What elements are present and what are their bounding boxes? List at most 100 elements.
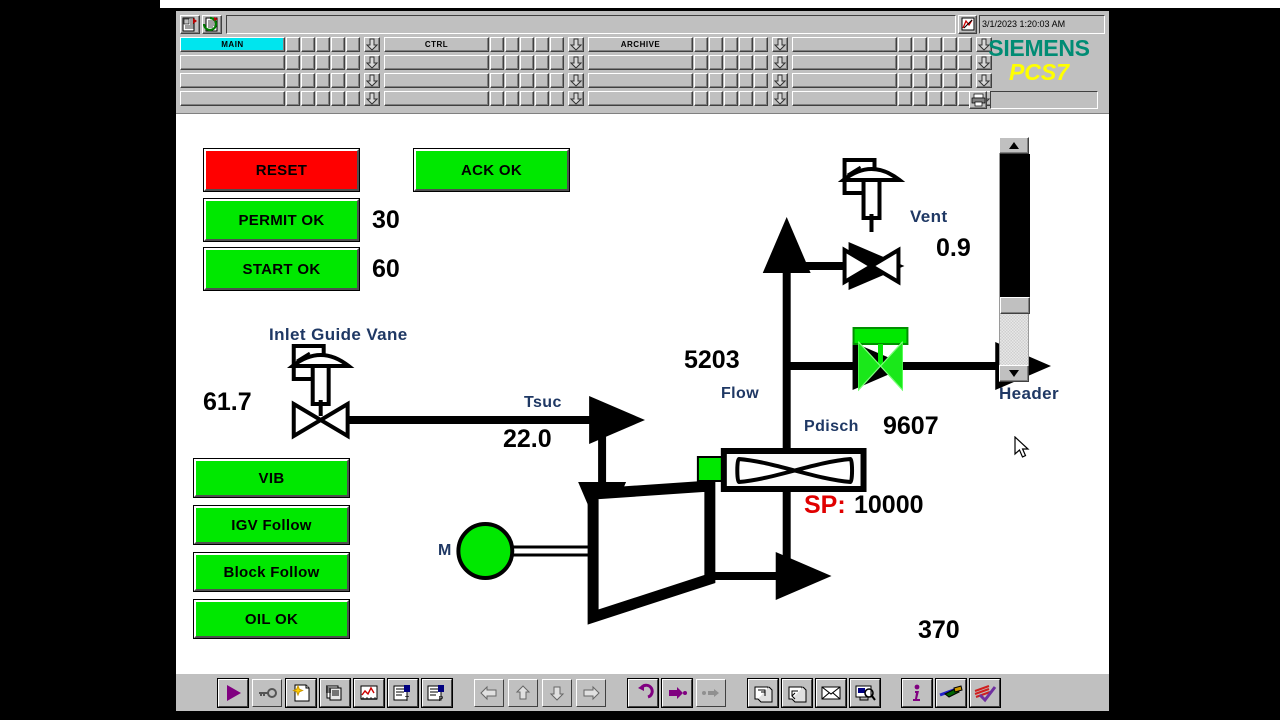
nav-small-button[interactable] (490, 73, 504, 88)
nav-button-empty[interactable] (180, 91, 285, 106)
nav-small-button[interactable] (535, 55, 549, 70)
nav-small-button[interactable] (754, 55, 768, 70)
nav-small-button[interactable] (913, 55, 927, 70)
nav-small-button[interactable] (958, 55, 972, 70)
message-list-button[interactable] (319, 677, 351, 708)
nav-scroll-down-icon[interactable] (568, 73, 584, 88)
tag-report-button[interactable]: T (387, 677, 419, 708)
permit-ok-button[interactable]: PERMIT OK (203, 198, 360, 242)
nav-small-button[interactable] (943, 37, 957, 52)
nav-button-empty[interactable] (384, 91, 489, 106)
nav-small-button[interactable] (709, 73, 723, 88)
nav-small-button[interactable] (331, 55, 345, 70)
nav-small-button[interactable] (346, 91, 360, 106)
nav-button-empty[interactable] (588, 55, 693, 70)
nav-small-button[interactable] (694, 55, 708, 70)
nav-small-button[interactable] (724, 55, 738, 70)
nav-small-button[interactable] (505, 91, 519, 106)
nav-small-button[interactable] (709, 91, 723, 106)
status-button-oil-ok[interactable]: OIL OK (193, 599, 350, 639)
nav-scroll-down-icon[interactable] (772, 73, 788, 88)
nav-small-button[interactable] (694, 73, 708, 88)
nav-small-button[interactable] (301, 37, 315, 52)
close-picture-button[interactable] (815, 677, 847, 708)
nav-button-archive[interactable]: ARCHIVE (588, 37, 693, 52)
jump-prev-button[interactable] (696, 678, 726, 707)
nav-small-button[interactable] (694, 37, 708, 52)
nav-small-button[interactable] (520, 91, 534, 106)
nav-small-button[interactable] (928, 37, 942, 52)
nav-small-button[interactable] (754, 37, 768, 52)
nav-small-button[interactable] (739, 37, 753, 52)
jump-next-button[interactable] (661, 677, 693, 708)
start-ok-button[interactable]: START OK (203, 247, 360, 291)
nav-small-button[interactable] (505, 73, 519, 88)
param-report-button[interactable]: P (421, 677, 453, 708)
window-restore-button[interactable] (747, 677, 779, 708)
nav-small-button[interactable] (739, 91, 753, 106)
nav-small-button[interactable] (913, 73, 927, 88)
nav-small-button[interactable] (754, 91, 768, 106)
nav-button-ctrl[interactable]: CTRL (384, 37, 489, 52)
nav-scroll-down-icon[interactable] (568, 91, 584, 106)
nav-small-button[interactable] (550, 91, 564, 106)
down-button[interactable] (542, 678, 572, 707)
run-button[interactable] (217, 677, 249, 708)
motor-indicator[interactable] (456, 522, 515, 580)
nav-button-empty[interactable] (588, 73, 693, 88)
reset-button[interactable]: RESET (203, 148, 360, 192)
nav-small-button[interactable] (913, 91, 927, 106)
nav-small-button[interactable] (316, 91, 330, 106)
ack-ok-button[interactable]: ACK OK (413, 148, 570, 192)
forward-button[interactable] (576, 678, 606, 707)
nav-small-button[interactable] (709, 37, 723, 52)
nav-button-empty[interactable] (792, 91, 897, 106)
nav-small-button[interactable] (346, 55, 360, 70)
nav-small-button[interactable] (550, 55, 564, 70)
nav-small-button[interactable] (331, 37, 345, 52)
nav-scroll-down-icon[interactable] (976, 73, 992, 88)
nav-scroll-down-icon[interactable] (364, 55, 380, 70)
nav-small-button[interactable] (724, 37, 738, 52)
nav-small-button[interactable] (346, 37, 360, 52)
nav-scroll-down-icon[interactable] (568, 37, 584, 52)
nav-button-empty[interactable] (792, 37, 897, 52)
nav-small-button[interactable] (754, 73, 768, 88)
antisurge-valve[interactable] (852, 327, 909, 392)
nav-small-button[interactable] (535, 73, 549, 88)
screen-overview-icon[interactable] (180, 14, 200, 34)
nav-button-empty[interactable] (384, 55, 489, 70)
login-button[interactable] (252, 678, 282, 707)
info-button[interactable] (901, 677, 933, 708)
nav-small-button[interactable] (898, 73, 912, 88)
nav-small-button[interactable] (898, 37, 912, 52)
nav-small-button[interactable] (928, 55, 942, 70)
nav-small-button[interactable] (331, 91, 345, 106)
nav-small-button[interactable] (958, 37, 972, 52)
nav-button-empty[interactable] (588, 91, 693, 106)
nav-scroll-down-icon[interactable] (364, 73, 380, 88)
gauge-down-arrow[interactable] (999, 365, 1029, 382)
nav-scroll-down-icon[interactable] (772, 37, 788, 52)
up-button[interactable] (508, 678, 538, 707)
nav-small-button[interactable] (301, 91, 315, 106)
sign-button[interactable] (969, 677, 1001, 708)
nav-small-button[interactable] (739, 55, 753, 70)
nav-small-button[interactable] (316, 73, 330, 88)
nav-small-button[interactable] (535, 37, 549, 52)
window-cascade-button[interactable] (781, 677, 813, 708)
new-message-button[interactable] (285, 677, 317, 708)
nav-small-button[interactable] (346, 73, 360, 88)
gauge-track[interactable] (999, 154, 1030, 365)
nav-scroll-down-icon[interactable] (772, 91, 788, 106)
back-button[interactable] (474, 678, 504, 707)
gauge-thumb[interactable] (1000, 297, 1030, 315)
nav-small-button[interactable] (550, 73, 564, 88)
nav-small-button[interactable] (520, 37, 534, 52)
alarm-ack-icon[interactable] (958, 14, 977, 34)
nav-scroll-down-icon[interactable] (976, 55, 992, 70)
nav-button-empty[interactable] (180, 55, 285, 70)
status-button-igv-follow[interactable]: IGV Follow (193, 505, 350, 545)
nav-scroll-down-icon[interactable] (976, 37, 992, 52)
nav-small-button[interactable] (301, 55, 315, 70)
